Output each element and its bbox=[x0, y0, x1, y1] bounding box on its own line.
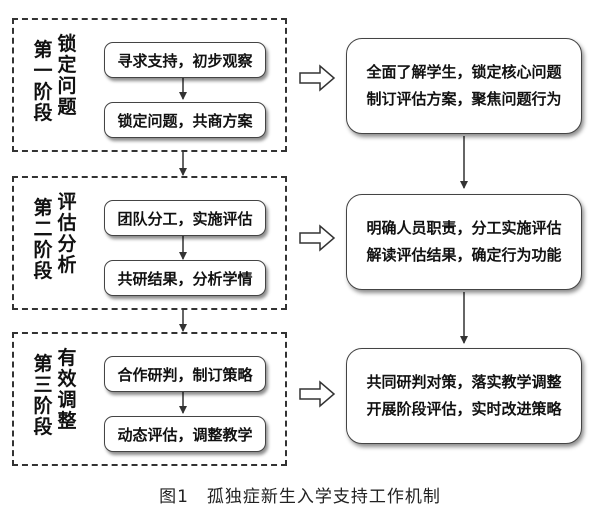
phase-2-result-line-2: 解读评估结果，确定行为功能 bbox=[366, 246, 562, 264]
phase-3-result-line-1: 共同研判对策，落实教学调整 bbox=[366, 373, 562, 391]
hollow-arrow-3 bbox=[299, 380, 336, 408]
phase-1-name: 第一阶段 bbox=[33, 39, 53, 124]
phase-3-result-line-2: 开展阶段评估，实时改进策略 bbox=[366, 400, 562, 418]
phase-2-result-line-1: 明确人员职责，分工实施评估 bbox=[366, 219, 562, 237]
figure-title: 孤独症新生入学支持工作机制 bbox=[206, 487, 441, 507]
phase-1-label: 锁定问题 bbox=[57, 33, 77, 118]
phase-2-label: 评估分析 bbox=[57, 191, 77, 276]
phase-3-name: 第三阶段 bbox=[33, 353, 53, 438]
phase-3-box: 第三阶段 有效调整 合作研判，制订策略 动态评估，调整教学 bbox=[12, 332, 287, 466]
phase-1-step-2: 锁定问题，共商方案 bbox=[104, 102, 266, 138]
phase-1-result-line-1: 全面了解学生，锁定核心问题 bbox=[366, 63, 562, 81]
phase-2-box: 第二阶段 评估分析 团队分工，实施评估 共研结果，分析学情 bbox=[12, 176, 287, 310]
phase-3-step-1: 合作研判，制订策略 bbox=[104, 356, 266, 392]
phase-3-label: 有效调整 bbox=[57, 347, 77, 432]
phase-3-result: 共同研判对策，落实教学调整 开展阶段评估，实时改进策略 bbox=[346, 348, 582, 444]
phase-2-step-1: 团队分工，实施评估 bbox=[104, 200, 266, 236]
figure-caption: 图1 孤独症新生入学支持工作机制 bbox=[0, 482, 600, 507]
phase-2-step-2: 共研结果，分析学情 bbox=[104, 260, 266, 296]
phase-2-result: 明确人员职责，分工实施评估 解读评估结果，确定行为功能 bbox=[346, 194, 582, 290]
hollow-arrow-2 bbox=[299, 224, 336, 252]
hollow-arrow-1 bbox=[299, 64, 336, 92]
phase-1-result-line-2: 制订评估方案，聚焦问题行为 bbox=[366, 90, 562, 108]
phase-1-box: 第一阶段 锁定问题 寻求支持，初步观察 锁定问题，共商方案 bbox=[12, 18, 287, 152]
phase-1-result: 全面了解学生，锁定核心问题 制订评估方案，聚焦问题行为 bbox=[346, 38, 582, 134]
figure-number: 图1 bbox=[159, 487, 189, 507]
phase-1-step-1: 寻求支持，初步观察 bbox=[104, 42, 266, 78]
phase-2-name: 第二阶段 bbox=[33, 197, 53, 282]
phase-3-step-2: 动态评估，调整教学 bbox=[104, 416, 266, 452]
